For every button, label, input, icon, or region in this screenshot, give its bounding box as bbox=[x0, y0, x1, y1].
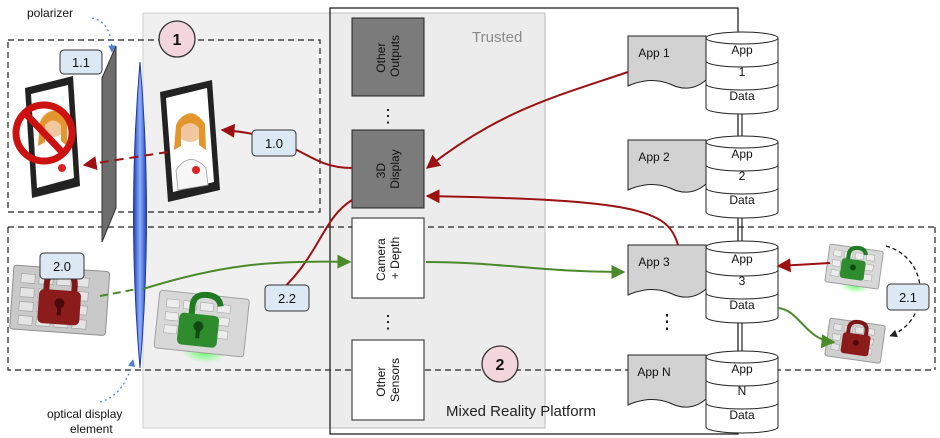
app-document bbox=[627, 244, 707, 298]
optical-element-label-line1: optical display bbox=[47, 407, 122, 421]
app-database-top bbox=[705, 350, 779, 364]
step-1-1: 1.1 bbox=[59, 49, 103, 75]
circle-1-label: 1 bbox=[173, 32, 182, 49]
keypad-locked-large bbox=[9, 264, 111, 336]
app-database-divider bbox=[705, 83, 779, 91]
step-2-1-label: 2.1 bbox=[899, 290, 917, 305]
no-sign-icon bbox=[12, 101, 76, 165]
circle-2-label: 2 bbox=[496, 357, 505, 374]
app-database-divider bbox=[705, 402, 779, 410]
app-document bbox=[627, 139, 707, 193]
app-database-top bbox=[705, 31, 779, 45]
app-database-cell: 2 bbox=[739, 169, 746, 183]
step-1-0: 1.0 bbox=[251, 129, 297, 157]
sensors-ellipsis: ⋮ bbox=[379, 312, 397, 332]
arrow-app3data-to-keypad bbox=[777, 307, 836, 349]
app-database-divider bbox=[705, 269, 779, 277]
apps-ellipsis: ⋮ bbox=[657, 311, 677, 333]
outputs-ellipsis: ⋮ bbox=[379, 106, 397, 126]
app-database-cell: 1 bbox=[739, 65, 746, 79]
arrow-app3-to-display bbox=[425, 189, 679, 246]
app-database-top bbox=[705, 240, 779, 254]
app-database-divider bbox=[705, 187, 779, 195]
other-sensors-line1: Other bbox=[374, 367, 388, 397]
svg-text:Camera + Depth: Camera + Depth bbox=[374, 235, 402, 281]
keypad-locked-small bbox=[824, 317, 886, 364]
other-sensors-line2: Sensors bbox=[388, 358, 402, 402]
arrow-keypad-to-lens bbox=[99, 288, 138, 297]
step-2-0-label: 2.0 bbox=[53, 259, 71, 274]
arrow-keypad-to-app3 bbox=[776, 258, 831, 273]
module-other-sensors: Other Sensors bbox=[351, 339, 425, 421]
app-database-cell: App bbox=[731, 147, 753, 161]
app-database-cell: Data bbox=[729, 89, 755, 103]
arrow-app1-to-display bbox=[425, 71, 629, 169]
app-database-divider bbox=[705, 164, 779, 172]
module-3d-display: 3D Display bbox=[351, 129, 425, 209]
app-database-cell: 3 bbox=[739, 274, 746, 288]
optical-element-label-line2: element bbox=[70, 422, 113, 436]
keypad-unlocked-ar bbox=[153, 289, 250, 364]
step-2-2: 2.2 bbox=[264, 284, 310, 312]
app-database-top bbox=[705, 135, 779, 149]
app-database bbox=[705, 247, 779, 324]
step-1-1-label: 1.1 bbox=[72, 55, 90, 70]
optical-element-pointer bbox=[99, 359, 136, 403]
arrow-camera-to-app3 bbox=[425, 261, 626, 279]
svg-text:3D Display: 3D Display bbox=[374, 149, 402, 188]
module-other-outputs: Other Outputs bbox=[351, 17, 425, 97]
keypad-unlocked-small bbox=[824, 243, 884, 294]
app-database bbox=[705, 38, 779, 115]
polarizer-pointer bbox=[91, 17, 116, 53]
app-database-cell: App bbox=[731, 362, 753, 376]
camera-depth-line1: Camera bbox=[374, 238, 388, 281]
app-database-cell: Data bbox=[729, 408, 755, 422]
app-database bbox=[705, 357, 779, 434]
step-1-0-label: 1.0 bbox=[265, 136, 283, 151]
polarizer-filter bbox=[101, 45, 117, 243]
viewer-zone-panel bbox=[142, 12, 331, 429]
step-2-1: 2.1 bbox=[886, 283, 930, 311]
app-document bbox=[627, 354, 707, 408]
app-document bbox=[627, 35, 707, 89]
optical-lens bbox=[133, 61, 147, 369]
app-document-label: App 2 bbox=[638, 150, 670, 164]
other-outputs-line2: Outputs bbox=[388, 35, 402, 77]
app-database-cell: App bbox=[731, 252, 753, 266]
app-database-divider bbox=[705, 379, 779, 387]
app-database-cell: Data bbox=[729, 193, 755, 207]
circle-1 bbox=[158, 20, 196, 58]
app-database-cell: App bbox=[731, 43, 753, 57]
circle-2 bbox=[481, 345, 519, 383]
other-outputs-line1: Other bbox=[374, 43, 388, 73]
3d-display-line2: Display bbox=[388, 149, 402, 188]
app-document-label: App 3 bbox=[638, 255, 670, 269]
step-2-2-label: 2.2 bbox=[278, 291, 296, 306]
app-document-label: App N bbox=[637, 365, 670, 379]
trusted-label: Trusted bbox=[472, 29, 522, 46]
app-database-divider bbox=[705, 60, 779, 68]
app-database-cell: Data bbox=[729, 298, 755, 312]
svg-text:Other Outputs: Other Outputs bbox=[374, 35, 402, 77]
step-2-0: 2.0 bbox=[39, 252, 85, 280]
camera-depth-line2: + Depth bbox=[388, 237, 402, 279]
scenario-2-box bbox=[7, 226, 936, 371]
app-database-cell: N bbox=[738, 384, 747, 398]
app-database-divider bbox=[705, 292, 779, 300]
platform-label: Mixed Reality Platform bbox=[446, 403, 596, 420]
polarizer-label: polarizer bbox=[27, 6, 73, 20]
module-camera-depth: Camera + Depth bbox=[351, 217, 425, 299]
app-document-label: App 1 bbox=[638, 46, 670, 60]
app-database bbox=[705, 142, 779, 219]
svg-text:Other Sensors: Other Sensors bbox=[374, 358, 402, 402]
arrow-lens-to-camera bbox=[142, 254, 352, 290]
screen-photo-card bbox=[160, 80, 220, 202]
arrow-display-to-screen bbox=[220, 123, 353, 169]
3d-display-line1: 3D bbox=[374, 163, 388, 179]
